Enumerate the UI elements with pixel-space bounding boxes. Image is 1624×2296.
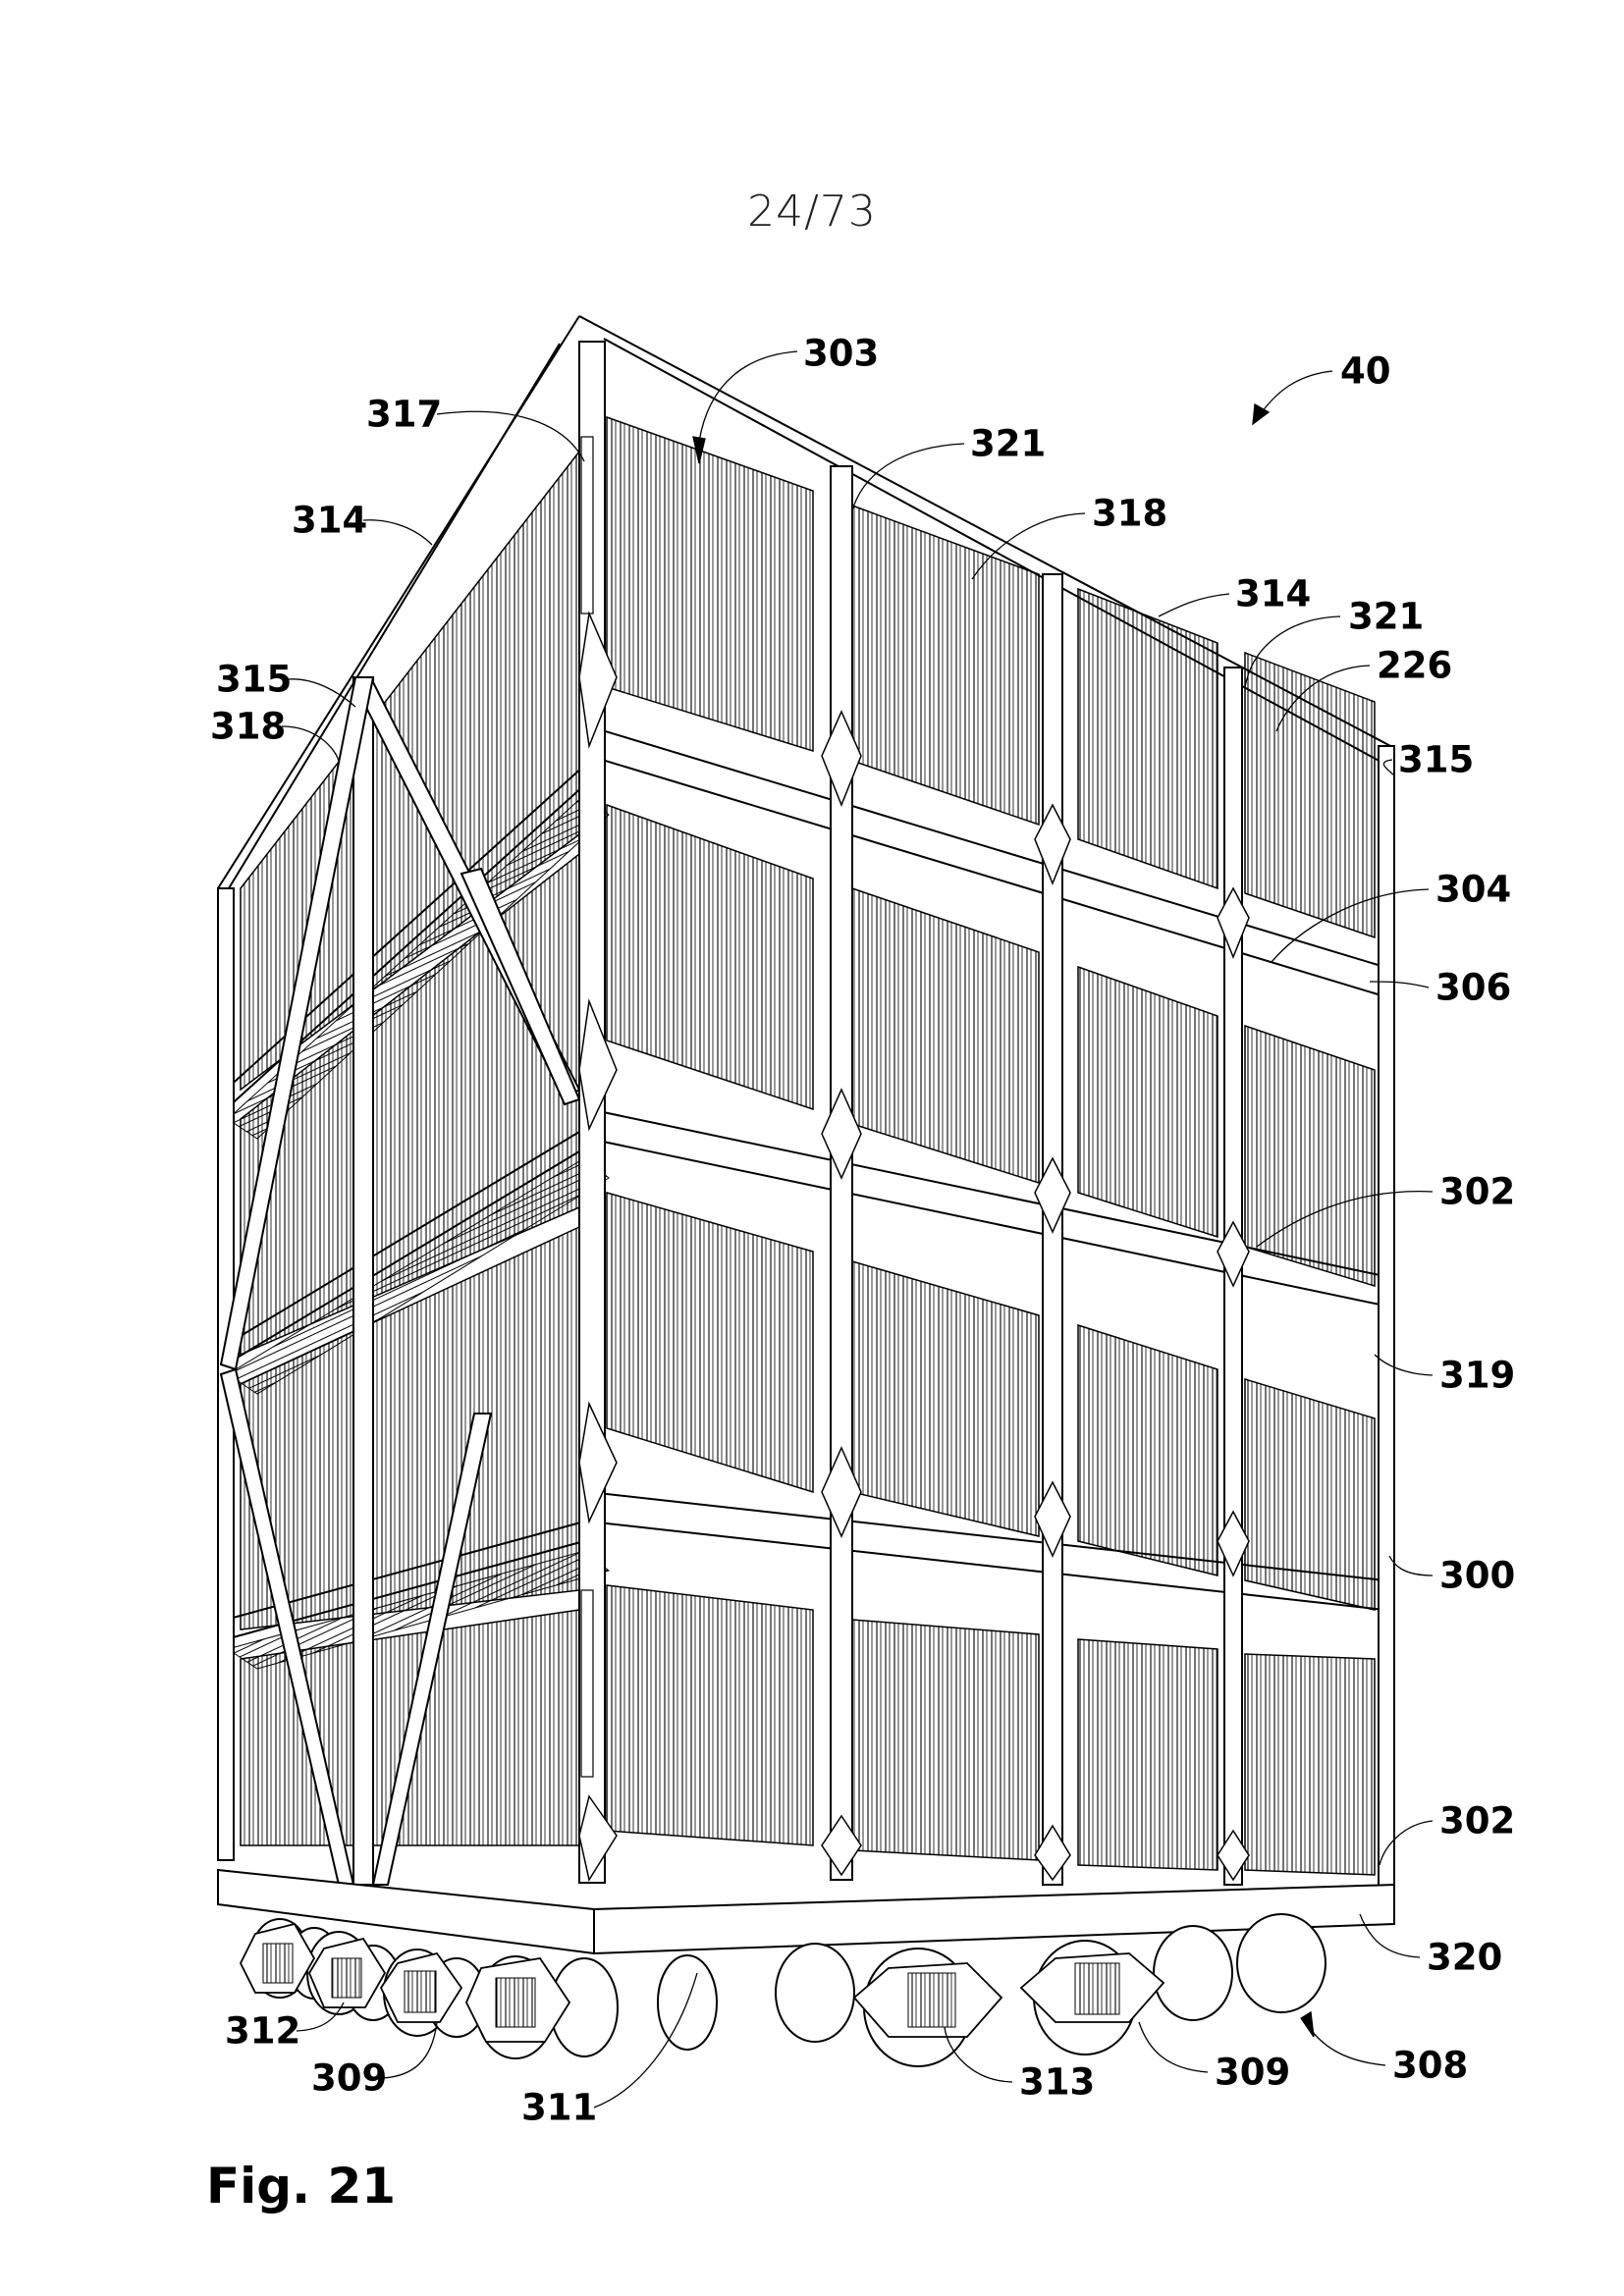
ref-312: 312 [225, 2009, 301, 2053]
ref-321-top: 321 [970, 422, 1047, 465]
ref-40: 40 [1340, 349, 1391, 393]
ref-304: 304 [1435, 868, 1512, 911]
wheel-bogies [239, 1913, 1326, 2067]
ref-309-left: 309 [311, 2056, 388, 2100]
ref-313: 313 [1019, 2060, 1096, 2104]
leader-lines [281, 350, 1434, 2109]
figure-caption: Fig. 21 [206, 2158, 397, 2215]
ref-315-right: 315 [1398, 738, 1475, 781]
front-right-face [217, 315, 1395, 1955]
ref-306: 306 [1435, 966, 1512, 1009]
ref-319: 319 [1439, 1354, 1516, 1397]
sheet-number: 24/73 [747, 187, 877, 237]
ref-311: 311 [521, 2086, 598, 2129]
ref-308: 308 [1392, 2044, 1469, 2087]
ref-318-top: 318 [1092, 492, 1168, 535]
ref-317: 317 [366, 393, 443, 436]
ref-302-upper: 302 [1439, 1170, 1516, 1213]
ref-303: 303 [803, 332, 880, 375]
ref-321-right: 321 [1348, 595, 1425, 638]
ref-302-lower: 302 [1439, 1799, 1516, 1842]
ref-300: 300 [1439, 1554, 1516, 1597]
ref-315-left: 315 [216, 658, 293, 701]
ref-309-right: 309 [1215, 2051, 1291, 2094]
ref-320: 320 [1427, 1936, 1503, 1979]
ref-318-left: 318 [210, 705, 287, 748]
ref-226: 226 [1377, 644, 1453, 687]
ref-314-left: 314 [292, 499, 368, 542]
ref-314-right: 314 [1235, 572, 1312, 615]
